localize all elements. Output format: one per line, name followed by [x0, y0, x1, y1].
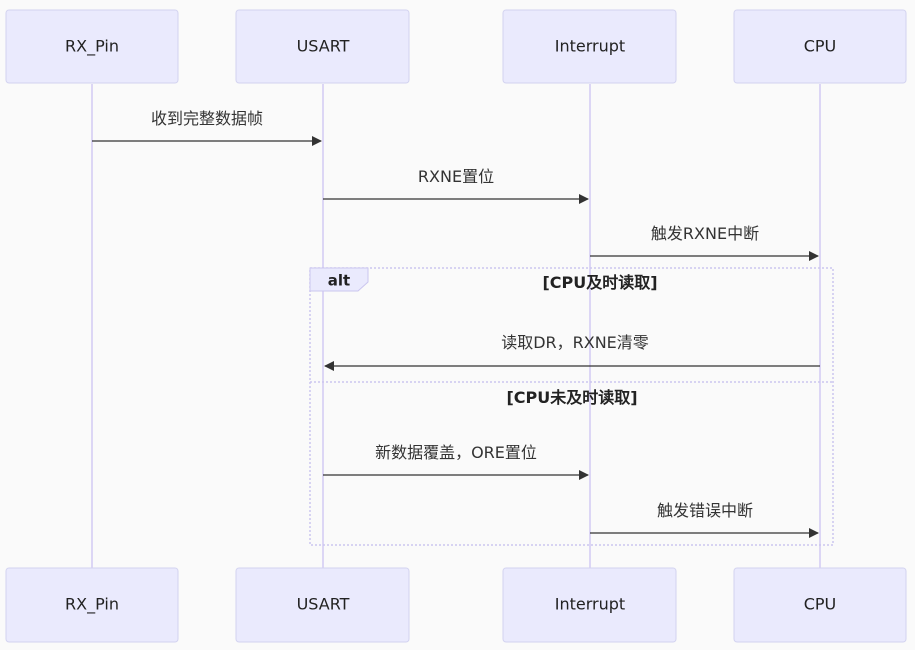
actor-cpu-top: CPU: [733, 9, 907, 84]
actor-label: RX_Pin: [65, 595, 119, 615]
message-2-label: RXNE置位: [418, 167, 494, 186]
actor-usart-bottom: USART: [235, 567, 410, 643]
message-1: 收到完整数据帧: [92, 109, 322, 146]
actor-box: [5, 9, 179, 84]
message-1-label: 收到完整数据帧: [151, 109, 263, 128]
actor-interrupt-bottom: Interrupt: [502, 567, 677, 643]
actor-cpu-bottom: CPU: [733, 567, 907, 643]
actor-label: Interrupt: [555, 595, 625, 614]
message-6-label: 触发错误中断: [657, 501, 753, 520]
alt-condition-1: [CPU及时读取]: [542, 273, 657, 292]
actor-label: CPU: [804, 37, 837, 56]
message-5: 新数据覆盖，ORE置位: [323, 443, 589, 480]
alt-tab: [309, 267, 369, 292]
message-4-label: 读取DR，RXNE清零: [501, 333, 649, 352]
actor-rx-pin-bottom: RX_Pin: [5, 567, 179, 643]
actor-interrupt-top: Interrupt: [502, 9, 677, 84]
actor-box: [5, 567, 179, 643]
message-6: 触发错误中断: [590, 501, 819, 538]
actor-label: CPU: [804, 595, 837, 614]
alt-label: alt: [328, 272, 350, 290]
message-4: 读取DR，RXNE清零: [324, 333, 820, 371]
alt-frame: alt [CPU及时读取] [CPU未及时读取]: [309, 267, 834, 546]
alt-condition-2: [CPU未及时读取]: [506, 388, 637, 407]
actor-box: [502, 567, 677, 643]
actor-box: [733, 567, 907, 643]
actor-label: RX_Pin: [65, 37, 119, 57]
actor-label: Interrupt: [555, 37, 625, 56]
actor-label: USART: [297, 37, 350, 56]
actor-rx-pin-top: RX_Pin: [5, 9, 179, 84]
message-3: 触发RXNE中断: [590, 224, 819, 261]
actor-box: [733, 9, 907, 84]
message-2: RXNE置位: [323, 167, 589, 204]
message-5-label: 新数据覆盖，ORE置位: [375, 443, 537, 462]
actor-box: [235, 9, 410, 84]
actor-box: [502, 9, 677, 84]
actor-box: [235, 567, 410, 643]
message-3-label: 触发RXNE中断: [651, 224, 759, 243]
actor-usart-top: USART: [235, 9, 410, 84]
alt-frame-border: [309, 267, 834, 546]
actor-label: USART: [297, 595, 350, 614]
